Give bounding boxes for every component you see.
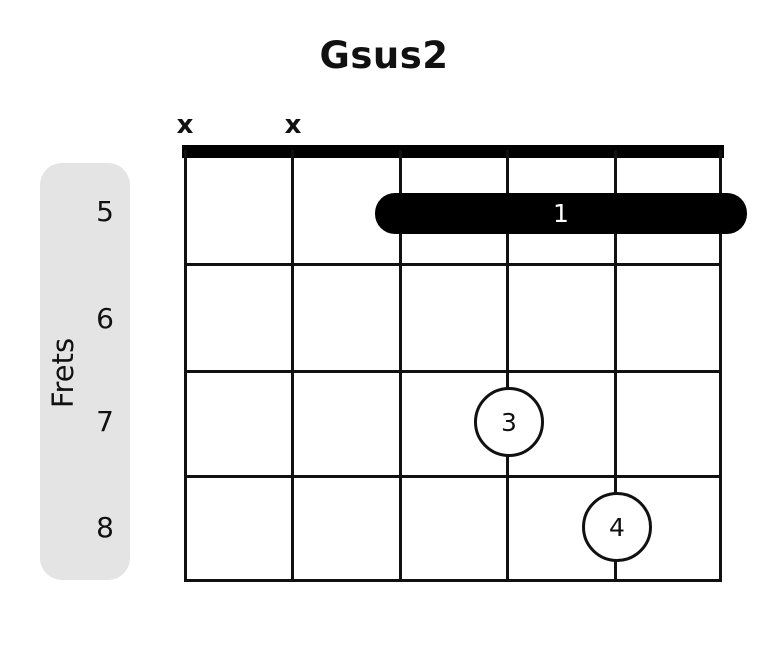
- barre-finger-label: 1: [553, 199, 569, 228]
- string-marker-1-muted: x: [176, 110, 194, 140]
- fret-number-6: 6: [96, 302, 114, 335]
- string-marker-2-muted: x: [284, 110, 302, 140]
- fret-line-6: [184, 370, 722, 373]
- frets-sidebar: [40, 163, 130, 580]
- page-title: Gsus2: [319, 34, 449, 77]
- nut-bar: [182, 145, 724, 158]
- fret-line-5: [184, 263, 722, 266]
- finger-dot-label-4: 4: [609, 512, 625, 542]
- barre-finger-1[interactable]: 1: [375, 193, 747, 234]
- string-line-6: [719, 150, 722, 582]
- finger-dot-3[interactable]: 3: [474, 387, 544, 457]
- fret-number-7: 7: [96, 405, 114, 438]
- string-line-3: [399, 150, 402, 582]
- string-line-5: [614, 150, 617, 582]
- string-line-1: [184, 150, 187, 582]
- fret-number-5: 5: [96, 195, 114, 228]
- finger-dot-label-3: 3: [501, 407, 517, 437]
- finger-dot-4[interactable]: 4: [582, 492, 652, 562]
- string-line-4: [506, 150, 509, 582]
- fret-line-8: [184, 579, 722, 582]
- fret-line-7: [184, 475, 722, 478]
- frets-axis-label: Frets: [46, 337, 80, 409]
- fret-number-8: 8: [96, 511, 114, 544]
- fretboard-grid: [184, 150, 722, 582]
- string-line-2: [291, 150, 294, 582]
